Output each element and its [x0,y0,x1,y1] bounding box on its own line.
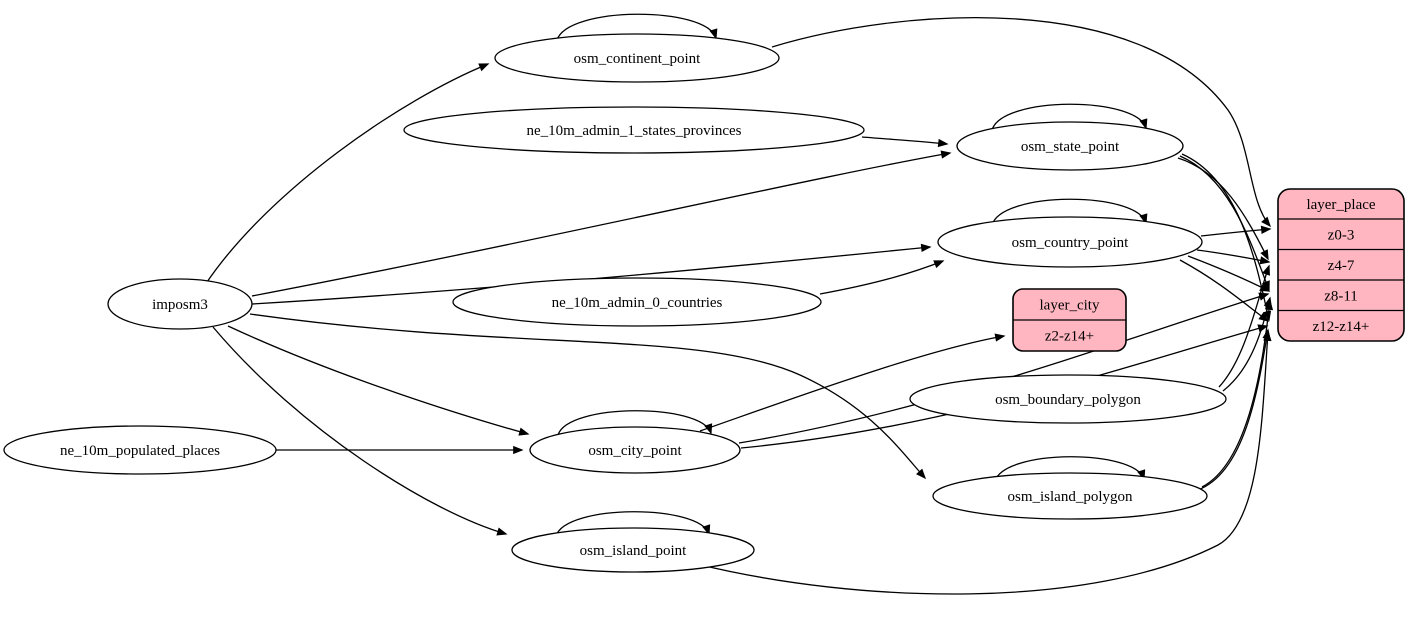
node-osm_island_polygon: osm_island_polygon [932,472,1208,520]
ne_10m_populated_places-label: ne_10m_populated_places [60,443,220,459]
imposm3-ellipse [107,278,253,330]
edge-osm_boundary_polygon-to-layer_place-z4-7 [1218,264,1270,388]
node-ne_10m_admin_0_countries: ne_10m_admin_0_countries [452,277,822,327]
edge-osm_island_polygon-to-layer_place-z8-11 [1201,299,1274,488]
ne_10m_admin_0_countries-ellipse [452,277,822,327]
edge-osm_country_point-to-layer_place-z12-z14+ [1179,259,1270,322]
osm_island_point-ellipse [511,527,755,573]
edge-osm_country_point-to-layer_place-z4-7 [1196,249,1271,265]
node-ne_10m_populated_places: ne_10m_populated_places [3,425,277,475]
edge-osm_island_point-to-layer_place-z12-z14+ [696,330,1272,595]
layer_place-row-z12-z14+: z12-z14+ [1313,319,1370,335]
edge-osm_state_point-to-osm_state_point [991,103,1148,131]
osm_island_polygon-ellipse [932,472,1208,520]
edge-imposm3-to-osm_state_point [251,150,952,297]
edge-osm_country_point-to-layer_place-z0-3 [1200,225,1272,237]
ne_10m_admin_0_countries-label: ne_10m_admin_0_countries [552,295,723,311]
layer_place-row-z8-11: z8-11 [1324,288,1358,304]
edge-osm_country_point-to-osm_country_point [991,198,1148,226]
layer_place-row-z4-7: z4-7 [1328,258,1355,274]
node-layer_place: layer_place z0-3 z4-7 z8-11 z12-z14+ [1277,188,1405,342]
edge-osm_island_polygon-to-osm_island_polygon [994,456,1146,482]
layer_city-row-z2-z14+: z2-z14+ [1045,329,1094,345]
node-layer_city: layer_city z2-z14+ [1012,288,1127,352]
ne_10m_admin_1_states_provinces-label: ne_10m_admin_1_states_provinces [527,123,742,139]
osm_boundary_polygon-ellipse [909,374,1227,424]
node-osm_city_point: osm_city_point [529,426,741,474]
ne_10m_populated_places-ellipse [3,425,277,475]
osm_city_point-label: osm_city_point [588,443,682,459]
edge-osm_city_point-to-layer_place-z8-11 [738,292,1270,444]
node-osm_state_point: osm_state_point [956,121,1184,171]
edge-osm_island_point-to-osm_island_point [555,511,711,537]
layer_city-header: layer_city [1040,298,1100,314]
edge-osm_state_point-to-layer_place-z4-7 [1177,157,1269,261]
osm_island_polygon-label: osm_island_polygon [1007,489,1133,505]
edge-osm_city_point-to-osm_city_point [557,410,713,436]
node-osm_island_point: osm_island_point [511,527,755,573]
edge-imposm3-to-osm_city_point [227,325,530,436]
osm_country_point-ellipse [937,216,1203,268]
node-imposm3: imposm3 [107,278,253,330]
ne_10m_admin_1_states_provinces-ellipse [403,106,865,154]
node-ne_10m_admin_1_states_provinces: ne_10m_admin_1_states_provinces [403,106,865,154]
edge-osm_continent_point-to-layer_place-z0-3 [771,17,1272,228]
edge-osm_continent_point-to-osm_continent_point [556,13,718,41]
edge-imposm3-to-osm_continent_point [206,63,490,283]
imposm3-label: imposm3 [152,297,208,313]
osm_boundary_polygon-label: osm_boundary_polygon [995,392,1141,408]
layer_place-box [1277,188,1405,342]
node-osm_boundary_polygon: osm_boundary_polygon [909,374,1227,424]
edge-ne_10m_admin_0_countries-to-osm_country_point [819,260,945,295]
osm_state_point-label: osm_state_point [1021,139,1120,155]
layer_place-header: layer_place [1306,197,1375,213]
edge-osm_country_point-to-layer_place-z8-11 [1187,255,1271,292]
edge-imposm3-to-osm_island_point [212,326,508,536]
edge-ne_10m_admin_1_states_provinces-to-osm_state_point [861,136,949,148]
edge-osm_island_polygon-to-layer_place-z12-z14+ [1197,328,1271,491]
osm_continent_point-ellipse [494,33,780,83]
osm_state_point-ellipse [956,121,1184,171]
edge-imposm3-to-osm_country_point [251,243,932,305]
osm_country_point-label: osm_country_point [1012,235,1129,251]
edge-imposm3-to-osm_island_polygon [249,313,927,480]
edge-osm_boundary_polygon-to-layer_place-z8-11 [1222,296,1272,392]
node-osm_country_point: osm_country_point [937,216,1203,268]
osm_island_point-label: osm_island_point [580,543,688,559]
osm_continent_point-label: osm_continent_point [574,51,701,67]
layer_place-row-z0-3: z0-3 [1328,227,1355,243]
node-osm_continent_point: osm_continent_point [494,33,780,83]
edge-osm_city_point-to-layer_city-z2-z14+ [699,333,1006,432]
node-layer: imposm3 osm_continent_point ne_10m_admin_1… [3,33,1405,573]
osm_city_point-ellipse [529,426,741,474]
